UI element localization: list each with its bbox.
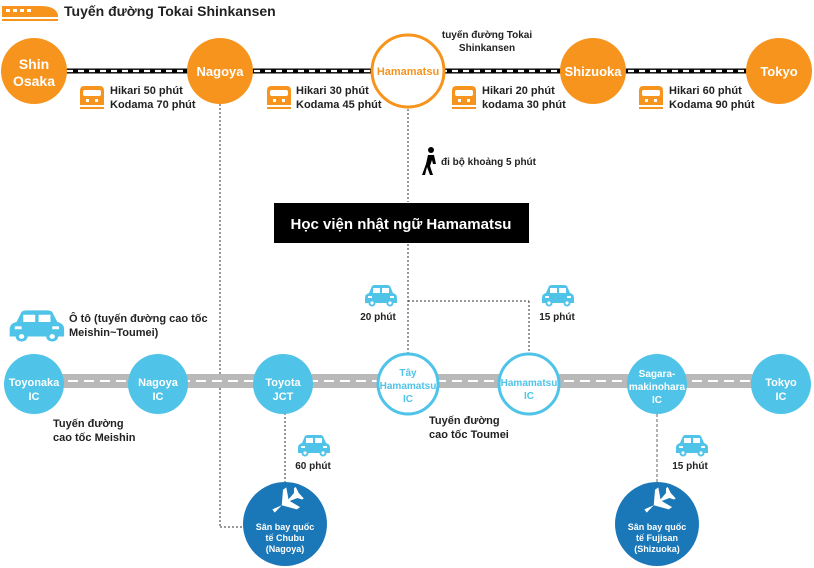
drive-time: 20 phút	[360, 312, 396, 323]
train-icon	[80, 86, 104, 109]
car-legend-label: Ô tô (tuyến đường cao tốc	[69, 312, 208, 325]
station-label: Shizuoka	[564, 64, 622, 79]
travel-time: Kodama 90 phút	[669, 99, 755, 111]
travel-time: Hikari 50 phút	[110, 85, 183, 97]
walk-label: đi bộ khoảng 5 phút	[441, 157, 537, 168]
car-icon	[9, 310, 65, 342]
ic-label: Nagoya	[138, 377, 179, 389]
ic-label: IC	[652, 395, 662, 406]
travel-time: Hikari 30 phút	[296, 85, 369, 97]
travel-time: Kodama 45 phút	[296, 99, 382, 111]
travel-time: Hikari 20 phút	[482, 85, 555, 97]
airport-label: tế Chubu	[266, 533, 305, 543]
expressway-label: Tuyến đường	[429, 415, 500, 427]
ic-label: Toyonaka	[9, 377, 60, 389]
ic-toyonaka[interactable]: Toyonaka IC	[4, 354, 64, 414]
ic-label: IC	[776, 391, 787, 403]
school-name: Học viện nhật ngữ Hamamatsu	[291, 216, 512, 233]
travel-time: Kodama 70 phút	[110, 99, 196, 111]
train-icon	[639, 86, 663, 109]
car-icon	[542, 285, 574, 307]
car-icon	[676, 435, 708, 457]
drive-time: 15 phút	[672, 461, 708, 472]
ic-label: IC	[403, 394, 413, 405]
rail-line-label: Shinkansen	[459, 43, 515, 54]
ic-toyota-jct[interactable]: Toyota JCT	[253, 354, 313, 414]
ic-nagoya[interactable]: Nagoya IC	[128, 354, 188, 414]
station-hamamatsu[interactable]: Hamamatsu	[370, 33, 446, 109]
connector-lines	[219, 100, 530, 528]
airport-label: Sân bay quốc	[628, 522, 687, 532]
car-legend-label: Meishin~Toumei)	[69, 327, 159, 339]
shinkansen-icon	[2, 6, 58, 21]
station-label: Osaka	[13, 73, 55, 89]
drive-time: 60 phút	[295, 461, 331, 472]
walking-person-icon	[422, 147, 436, 175]
expressway-label: cao tốc Meishin	[53, 432, 136, 444]
expressway-label: cao tốc Toumei	[429, 429, 509, 441]
station-label: Shin	[19, 56, 49, 72]
ic-label: makinohara	[629, 382, 686, 393]
drive-time: 15 phút	[539, 312, 575, 323]
train-icon	[267, 86, 291, 109]
rail-times: Hikari 50 phút Kodama 70 phút Hikari 30 …	[110, 85, 755, 111]
station-label: Hamamatsu	[377, 66, 439, 78]
station-label: Tokyo	[760, 64, 797, 79]
car-icon	[365, 285, 397, 307]
ic-label: Tây	[399, 368, 417, 379]
travel-time: Hikari 60 phút	[669, 85, 742, 97]
ic-label: IC	[29, 391, 40, 403]
rail-line-label: tuyến đường Tokai	[442, 29, 533, 41]
airport-fujisan[interactable]: Sân bay quốc tế Fujisan (Shizuoka)	[615, 482, 699, 566]
car-icon	[298, 435, 330, 457]
ic-label: Tokyo	[765, 377, 797, 389]
ic-hamamatsu[interactable]: Hamamatsu IC	[497, 352, 561, 416]
airport-label: (Nagoya)	[266, 544, 305, 554]
travel-time: kodama 30 phút	[482, 99, 566, 111]
station-nagoya[interactable]: Nagoya	[187, 38, 253, 104]
airport-label: tế Fujisan	[636, 533, 678, 543]
station-shizuoka[interactable]: Shizuoka	[560, 38, 626, 104]
ic-label: JCT	[273, 391, 294, 403]
airport-label: Sân bay quốc	[256, 522, 315, 532]
ic-label: Hamamatsu	[501, 378, 558, 389]
ic-label: IC	[153, 391, 164, 403]
ic-label: IC	[524, 391, 534, 402]
train-icon	[452, 86, 476, 109]
expressway-label: Tuyến đường	[53, 418, 124, 430]
page-title: Tuyến đường Tokai Shinkansen	[64, 3, 276, 19]
ic-tokyo[interactable]: Tokyo IC	[751, 354, 811, 414]
ic-label: Hamamatsu	[380, 381, 437, 392]
ic-label: Toyota	[265, 377, 301, 389]
ic-sagara-makinohara[interactable]: Sagara- makinohara IC	[627, 354, 687, 414]
station-label: Nagoya	[197, 64, 245, 79]
ic-tay-hamamatsu[interactable]: Tây Hamamatsu IC	[376, 352, 440, 416]
airport-label: (Shizuoka)	[634, 544, 680, 554]
station-tokyo[interactable]: Tokyo	[746, 38, 812, 104]
station-shin-osaka[interactable]: Shin Osaka	[1, 38, 67, 104]
ic-label: Sagara-	[639, 369, 676, 380]
airport-chubu[interactable]: Sân bay quốc tế Chubu (Nagoya)	[243, 482, 327, 566]
school-box[interactable]: Học viện nhật ngữ Hamamatsu	[274, 203, 529, 243]
